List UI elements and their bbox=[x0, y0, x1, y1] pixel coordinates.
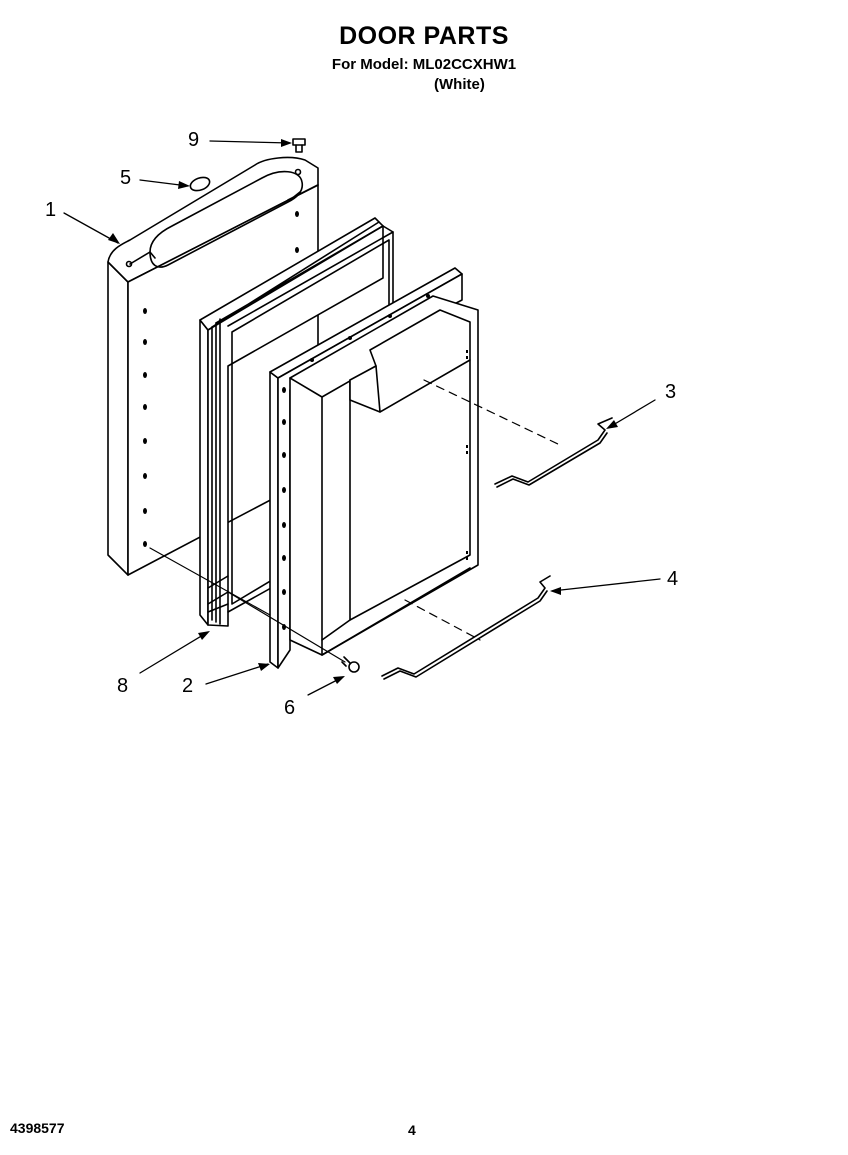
liner-screw bbox=[341, 656, 360, 673]
shelf-retainer-bar-lower bbox=[381, 575, 551, 680]
shelf-retainer-bar-upper bbox=[494, 417, 613, 488]
top-screw bbox=[292, 138, 306, 153]
leader-lines bbox=[63, 140, 661, 696]
callout-5: 5 bbox=[120, 167, 131, 189]
door-inner-liner bbox=[269, 267, 479, 669]
callout-8: 8 bbox=[117, 675, 128, 697]
callout-3: 3 bbox=[665, 381, 676, 403]
page-number: 4 bbox=[408, 1122, 416, 1138]
plug-button bbox=[189, 176, 211, 192]
callout-4: 4 bbox=[667, 568, 678, 590]
hidden-lines bbox=[404, 379, 561, 641]
extension-lines bbox=[149, 547, 346, 663]
model-line: For Model: ML02CCXHW1 bbox=[331, 56, 517, 73]
callout-6: 6 bbox=[284, 697, 295, 719]
part-number: 4398577 bbox=[10, 1120, 65, 1136]
color-line: (White) bbox=[434, 76, 485, 93]
callout-1: 1 bbox=[45, 199, 56, 221]
liner-screw-holes bbox=[282, 294, 468, 630]
page-title: DOOR PARTS bbox=[339, 22, 509, 50]
callout-2: 2 bbox=[182, 675, 193, 697]
leader-arrowheads bbox=[108, 139, 618, 684]
door-gasket bbox=[199, 217, 394, 627]
callout-9: 9 bbox=[188, 129, 199, 151]
